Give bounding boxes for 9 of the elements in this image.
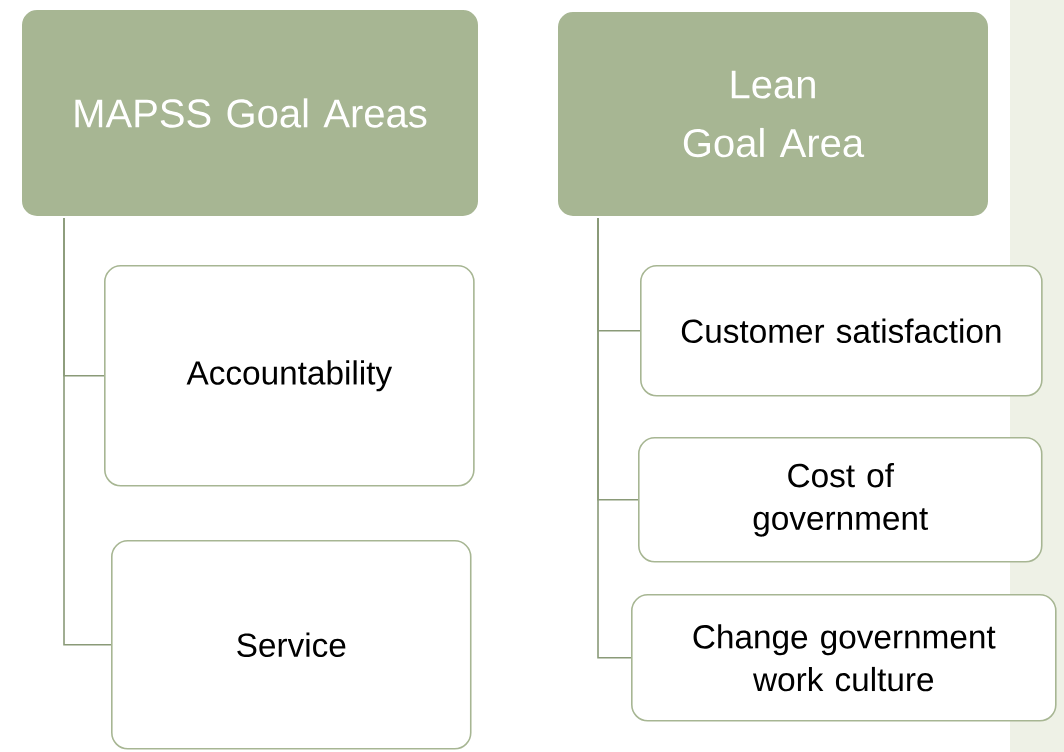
heading-box: Lean Goal Area <box>556 10 990 218</box>
item-box: Customer satisfaction <box>640 265 1043 397</box>
item-box: Cost of government <box>638 437 1043 563</box>
item-box: Accountability <box>104 265 475 487</box>
connector-line <box>597 217 632 659</box>
item-box: Service <box>111 540 472 750</box>
heading-box: MAPSS Goal Areas <box>20 8 480 218</box>
item-box: Change government work culture <box>631 594 1057 722</box>
connector-line <box>63 217 112 646</box>
